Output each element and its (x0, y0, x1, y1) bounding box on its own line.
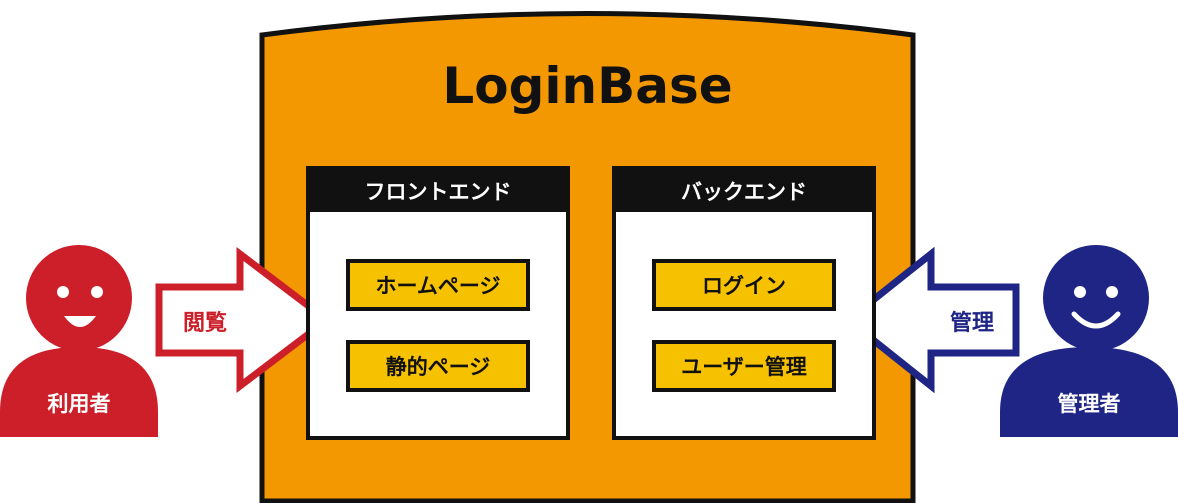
system-title: LoginBase (442, 57, 733, 115)
manage-arrow-label: 管理 (949, 311, 994, 336)
frontend-header: フロントエンド (310, 170, 566, 212)
admin-head (1043, 245, 1149, 351)
user-body (0, 347, 158, 437)
user-head (26, 245, 132, 351)
backend-item-login: ログイン (652, 259, 836, 311)
browse-arrow-shape (155, 246, 333, 394)
user-actor-label: 利用者 (47, 392, 111, 416)
admin-actor-figure (1000, 245, 1178, 437)
frontend-item-static-pages: 静的ページ (346, 340, 530, 392)
frontend-panel: フロントエンド ホームページ 静的ページ (306, 166, 570, 440)
browse-arrow-label: 閲覧 (182, 311, 227, 336)
admin-actor-label: 管理者 (1057, 392, 1121, 416)
user-actor-figure (0, 245, 158, 437)
backend-header: バックエンド (616, 170, 872, 212)
frontend-item-homepage: ホームページ (346, 259, 530, 311)
backend-item-user-management: ユーザー管理 (652, 340, 836, 392)
backend-panel: バックエンド ログイン ユーザー管理 (612, 166, 876, 440)
manage-arrow-shape (842, 246, 1020, 394)
admin-body (1000, 347, 1178, 437)
